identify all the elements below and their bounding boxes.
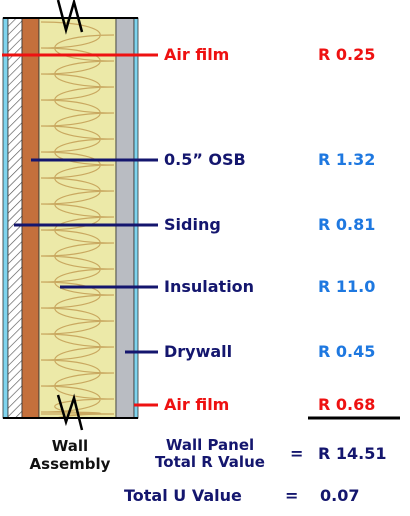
total-r-value: R 14.51 (318, 444, 387, 463)
siding-cyan-strip (2, 17, 9, 419)
drywall-layer (115, 17, 135, 419)
osb-layer (21, 17, 40, 419)
total-r-label-line-1: Wall Panel (165, 436, 255, 454)
total-u-label: Total U Value (124, 486, 242, 505)
r-value-insulation: R 11.0 (318, 277, 376, 296)
total-u-value: 0.07 (320, 486, 360, 505)
r-value-drywall: R 0.45 (318, 342, 376, 361)
label-insulation: Insulation (164, 277, 255, 296)
wall-assembly-line-2: Assembly (29, 455, 111, 473)
interior-cyan-strip (133, 17, 139, 419)
label-siding: Siding (164, 215, 221, 234)
break-mark-top (56, 0, 84, 35)
wall-assembly-caption: Wall Assembly (4, 437, 136, 473)
break-mark-bottom (56, 393, 84, 431)
r-value-air-film-top: R 0.25 (318, 45, 376, 64)
label-air-film-top: Air film (164, 45, 230, 64)
total-r-equals: = (290, 444, 304, 463)
total-u-equals: = (285, 486, 299, 505)
r-value-air-film-bottom: R 0.68 (318, 395, 376, 414)
siding-hatch-layer (7, 17, 23, 419)
r-value-siding: R 0.81 (318, 215, 376, 234)
label-osb: 0.5” OSB (164, 150, 246, 169)
wall-assembly-line-1: Wall (51, 437, 89, 455)
label-drywall: Drywall (164, 342, 233, 361)
label-air-film-bottom: Air film (164, 395, 230, 414)
insulation-loop-path (40, 21, 115, 426)
insulation-pattern (40, 21, 115, 426)
total-r-label: Wall Panel Total R Value (150, 437, 270, 471)
total-r-label-line-2: Total R Value (155, 453, 265, 471)
r-value-osb: R 1.32 (318, 150, 376, 169)
